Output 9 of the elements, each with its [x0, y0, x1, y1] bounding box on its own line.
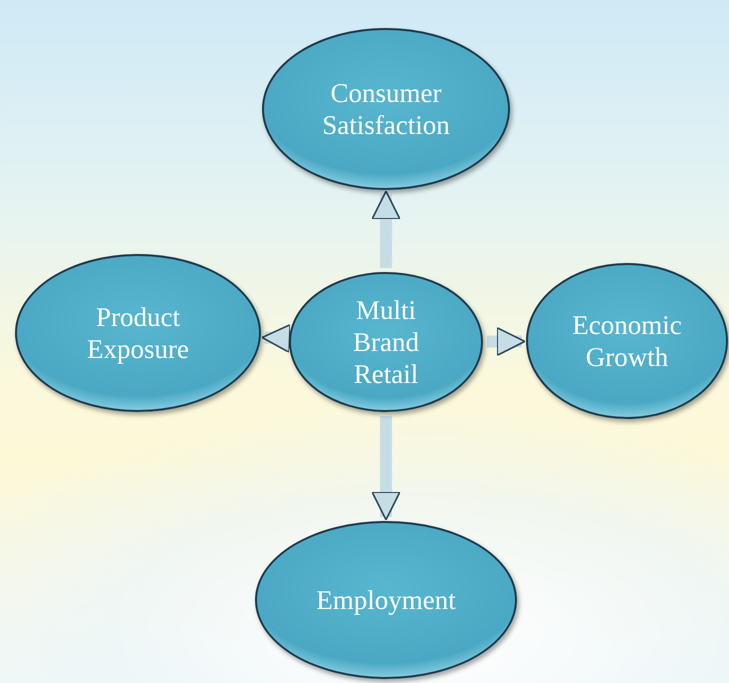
block-arrow — [371, 190, 401, 268]
block-arrow — [261, 324, 291, 354]
node-label: Consumer Satisfaction — [321, 77, 451, 141]
node-label: Product Exposure — [86, 301, 190, 365]
block-arrow — [371, 416, 401, 521]
node-label: Economic Growth — [571, 309, 683, 373]
block-arrow — [486, 326, 526, 356]
node-label: Employment — [316, 584, 456, 616]
node-label: Multi Brand Retail — [352, 294, 420, 390]
